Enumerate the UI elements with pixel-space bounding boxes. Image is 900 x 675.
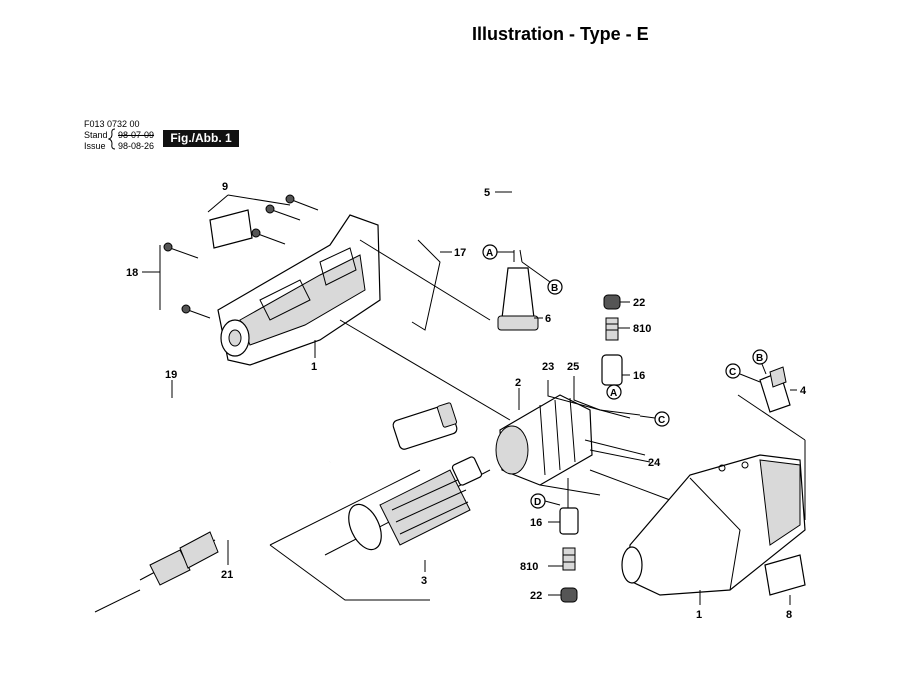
- strain-relief-part[interactable]: [497, 267, 539, 331]
- screw-4: [285, 194, 319, 211]
- callout-9: 9: [222, 181, 228, 193]
- flex-shaft-part[interactable]: [128, 395, 458, 515]
- issue-row: Issue 98-08-26: [84, 141, 154, 152]
- issue-date: 98-08-26: [118, 141, 155, 151]
- svg-text:A: A: [610, 388, 617, 399]
- screw-1: [163, 242, 199, 259]
- nameplate-top-part[interactable]: [209, 209, 253, 249]
- svg-text:C: C: [729, 367, 736, 378]
- callout-810-top: 810: [633, 323, 651, 335]
- svg-text:B: B: [551, 283, 558, 294]
- callout-2: 2: [515, 377, 521, 389]
- screw-5: [251, 228, 286, 245]
- brush-top-part[interactable]: [605, 317, 619, 341]
- callout-4: 4: [800, 385, 807, 397]
- callout-1-top: 1: [311, 361, 317, 373]
- callout-25: 25: [567, 361, 579, 373]
- callout-3: 3: [421, 575, 427, 587]
- callout-6: 6: [545, 313, 551, 325]
- brush-holder-top-part[interactable]: [601, 354, 623, 386]
- connector-b-switch: B: [752, 349, 768, 375]
- callout-23: 23: [542, 361, 554, 373]
- callout-5: 5: [484, 187, 490, 199]
- housing-half-part[interactable]: [217, 214, 381, 366]
- callout-19: 19: [165, 369, 177, 381]
- field-coil-part[interactable]: [495, 394, 593, 486]
- callout-16-top: 16: [633, 370, 645, 382]
- connector-c-switch: C: [725, 363, 761, 383]
- field-leads-part[interactable]: [547, 376, 651, 463]
- callout-1-bottom: 1: [696, 609, 702, 621]
- svg-text:C: C: [658, 415, 665, 426]
- brush-cap-top-part[interactable]: [603, 294, 621, 310]
- clip-part[interactable]: [411, 239, 441, 331]
- callout-21: 21: [221, 569, 233, 581]
- armature-part[interactable]: [324, 456, 491, 556]
- callout-16-bottom: 16: [530, 517, 542, 529]
- connector-c-field: C: [639, 411, 670, 427]
- drawing-reference: F013 0732 00: [84, 119, 140, 129]
- housing-screws-part[interactable]: [163, 194, 319, 319]
- stand-date: 98-07-09: [118, 130, 155, 140]
- callout-18: 18: [126, 267, 138, 279]
- svg-text:B: B: [756, 353, 763, 364]
- screw-2: [181, 304, 211, 319]
- nameplate-bottom-part[interactable]: [764, 554, 806, 596]
- callout-17: 17: [454, 247, 466, 259]
- connector-a-cord: A: [482, 244, 514, 260]
- switch-part[interactable]: [759, 366, 791, 413]
- screw-3: [265, 204, 301, 221]
- svg-text:A: A: [486, 248, 493, 259]
- svg-text:D: D: [534, 497, 541, 508]
- date-brace-icon: [108, 128, 116, 150]
- shaft-tip-part[interactable]: [94, 531, 219, 613]
- stand-label: Stand: [84, 130, 108, 140]
- callout-22-top: 22: [633, 297, 645, 309]
- figure-badge: Fig./Abb. 1: [163, 130, 239, 147]
- brush-cap-bottom-part[interactable]: [560, 587, 578, 603]
- motor-housing-part[interactable]: [621, 454, 806, 596]
- brush-holder-bottom-part[interactable]: [559, 507, 579, 535]
- connector-a-brush: A: [606, 384, 622, 400]
- issue-label: Issue: [84, 141, 106, 151]
- callout-8: 8: [786, 609, 792, 621]
- power-cord-part[interactable]: [513, 148, 550, 263]
- brush-bottom-part[interactable]: [562, 547, 576, 571]
- connector-b-cord: B: [521, 261, 563, 295]
- callout-24: 24: [648, 457, 661, 469]
- stand-row: Stand 98-07-09: [84, 130, 154, 141]
- callout-22-bottom: 22: [530, 590, 542, 602]
- page-title: Illustration - Type - E: [472, 24, 649, 44]
- connector-d-brush: D: [530, 493, 561, 509]
- callout-810-bottom: 810: [520, 561, 538, 573]
